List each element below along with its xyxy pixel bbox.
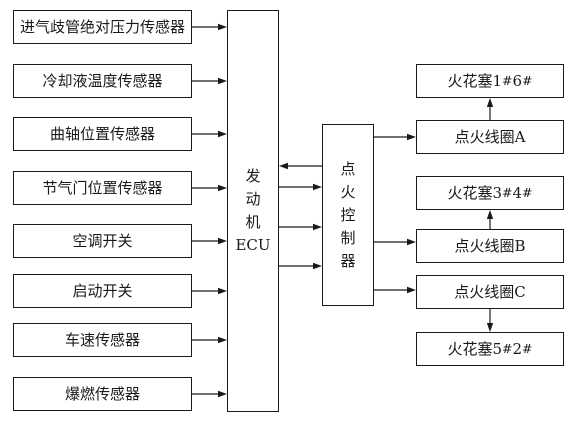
spark-plug-number: 4 — [512, 183, 523, 202]
input-to-ecu-arrow — [192, 390, 227, 398]
igniter-label-line: 点 — [340, 159, 356, 178]
input-to-ecu-arrow — [192, 77, 227, 85]
igniter-label-line: 器 — [340, 251, 356, 270]
ecu-to-igniter-arrow — [279, 223, 322, 231]
spark-plug-number: 6 — [512, 71, 523, 90]
input-to-ecu-arrow — [192, 237, 227, 245]
igniter-label-line: 控 — [340, 205, 356, 224]
input-label: 节气门位置传感器 — [42, 178, 163, 197]
igniter-label-line: 制 — [340, 228, 356, 247]
igniter-to-coil-arrow — [374, 238, 416, 246]
ecu-label-line: 发 — [245, 167, 261, 185]
igniter-to-coil-arrow — [374, 133, 416, 141]
spark-plug-label: 火花塞1 — [447, 71, 503, 90]
ignition-coil-box-b: 点火线圈B — [416, 229, 564, 263]
input-label: 爆燃传感器 — [64, 384, 140, 403]
input-to-ecu-arrow — [192, 336, 227, 344]
igniter-label-line: 火 — [340, 182, 356, 201]
input-label: 冷却液温度传感器 — [42, 71, 163, 90]
ecu-label-line: 机 — [245, 213, 261, 231]
input-to-ecu-arrow — [192, 130, 227, 138]
input-label: 进气歧管绝对压力传感器 — [19, 17, 185, 36]
input-to-ecu-arrow — [192, 23, 227, 31]
ecu-label-line: 动 — [245, 190, 261, 208]
input-to-ecu-arrow — [192, 184, 227, 192]
coil-label: 点火线圈B — [454, 236, 526, 255]
input-to-ecu-arrow — [192, 287, 227, 295]
input-box-knock-sensor: 爆燃传感器 — [13, 377, 192, 411]
input-box-crankshaft-position-sensor: 曲轴位置传感器 — [13, 117, 192, 151]
input-label: 空调开关 — [72, 231, 133, 250]
ignition-coil-box-a: 点火线圈A — [416, 120, 564, 154]
input-box-vehicle-speed-sensor: 车速传感器 — [13, 323, 192, 357]
cylinder-mark: # — [502, 72, 513, 88]
igniter-to-coil-arrow — [374, 286, 416, 294]
cylinder-mark: # — [522, 184, 533, 200]
coil-to-spark-plug-arrow — [486, 210, 494, 229]
engine-ecu-box: 发 动 机 ECU — [227, 10, 279, 412]
input-box-throttle-position-sensor: 节气门位置传感器 — [13, 171, 192, 205]
cylinder-mark: # — [522, 72, 533, 88]
spark-plug-number: 2 — [512, 339, 523, 358]
input-label: 启动开关 — [72, 281, 133, 300]
input-label: 车速传感器 — [64, 330, 140, 349]
ecu-label-line: ECU — [235, 236, 271, 254]
cylinder-mark: # — [502, 340, 513, 356]
input-box-coolant-temp-sensor: 冷却液温度传感器 — [13, 64, 192, 98]
input-box-map-sensor: 进气歧管绝对压力传感器 — [13, 10, 192, 44]
coil-to-spark-plug-arrow — [486, 98, 494, 120]
spark-plug-label: 火花塞3 — [447, 183, 503, 202]
coil-to-spark-plug-arrow — [486, 309, 494, 332]
spark-plug-box-5-2: 火花塞5#2# — [416, 332, 564, 366]
input-box-start-switch: 启动开关 — [13, 274, 192, 308]
igniter-to-ecu-arrow — [279, 162, 322, 170]
ecu-to-igniter-arrow — [279, 183, 322, 191]
spark-plug-label: 火花塞5 — [447, 339, 503, 358]
ecu-to-igniter-arrow — [279, 262, 322, 270]
ignition-controller-box: 点 火 控 制 器 — [322, 124, 374, 306]
input-label: 曲轴位置传感器 — [49, 124, 155, 143]
cylinder-mark: # — [502, 184, 513, 200]
spark-plug-box-3-4: 火花塞3#4# — [416, 176, 564, 210]
spark-plug-box-1-6: 火花塞1#6# — [416, 64, 564, 98]
input-box-ac-switch: 空调开关 — [13, 224, 192, 258]
ignition-coil-box-c: 点火线圈C — [416, 275, 564, 309]
cylinder-mark: # — [522, 340, 533, 356]
coil-label: 点火线圈A — [454, 127, 526, 146]
coil-label: 点火线圈C — [454, 282, 526, 301]
